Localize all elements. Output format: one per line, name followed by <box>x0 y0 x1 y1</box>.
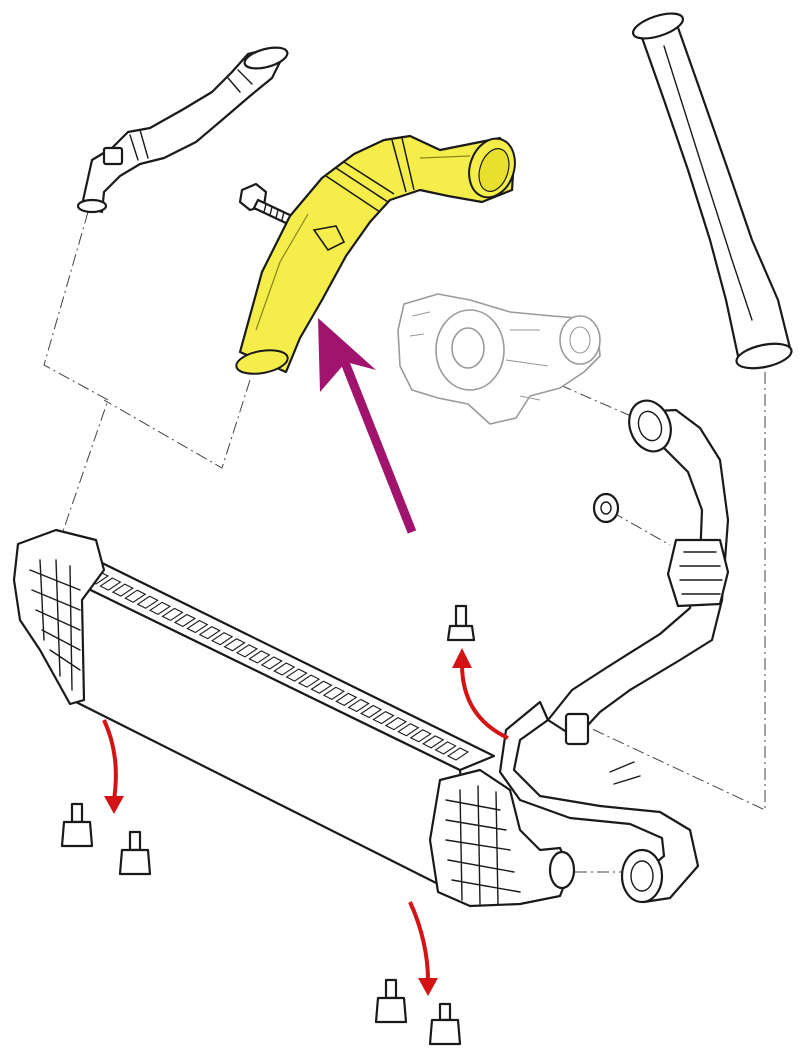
outlet-hose-top-clamp <box>628 399 672 453</box>
intercooler-right-tank <box>428 768 572 908</box>
red-arrow-bottom <box>408 901 430 981</box>
red-arrow-bottom-head <box>418 978 438 996</box>
intercooler-fin <box>297 674 321 688</box>
outlet-hose-bracket <box>564 712 590 746</box>
turbo-outlet-flange <box>559 315 601 365</box>
highlighted-hose-bracket <box>312 225 346 252</box>
bolt-right-upper <box>446 604 476 642</box>
pointer-arrow-shaft <box>339 358 417 534</box>
outlet-hose-band <box>609 761 641 785</box>
right-lower-outlet-hose <box>498 399 730 904</box>
fastener-arrows <box>102 648 509 996</box>
intercooler-left-tank-grid <box>29 559 81 691</box>
assembly-leader-lines <box>43 211 766 873</box>
highlighted-hose-rings <box>325 137 415 213</box>
leader-yellow-hose-to-intercooler <box>103 379 251 469</box>
intercooler-fin <box>273 662 296 676</box>
intercooler-fin <box>335 692 358 707</box>
intercooler-fin <box>148 601 172 615</box>
intercooler-fin <box>124 589 147 603</box>
intercooler-fin <box>211 632 234 646</box>
intercooler-fin <box>198 625 221 640</box>
intercooler-fin <box>285 668 308 682</box>
outlet-hose-top-bore <box>637 410 663 442</box>
right-long-hose-body <box>638 20 792 370</box>
turbo-outlet-bore <box>569 326 591 354</box>
leader-right-hose-down <box>589 372 766 811</box>
intercooler-outlet-neck <box>548 850 576 890</box>
intercooler-fin <box>397 723 420 737</box>
outlet-hose-mid-ribs <box>679 551 723 595</box>
left-hose-sensor-clip <box>102 146 124 166</box>
intercooler-fin <box>248 650 271 664</box>
intercooler-fin <box>235 644 259 658</box>
intercooler-fins <box>86 571 470 761</box>
right-upper-long-hose <box>631 12 793 370</box>
intercooler-fin <box>136 595 159 609</box>
red-arrow-left <box>102 719 118 801</box>
rubber-grommet <box>592 492 620 524</box>
bolt-left-lower-1 <box>60 802 94 848</box>
intercooler-fin <box>260 656 283 670</box>
intercooler-fin <box>99 577 122 591</box>
intercooler-fin <box>372 710 395 725</box>
intercooler-fin <box>223 638 246 652</box>
turbocharger <box>397 293 601 425</box>
turbo-details <box>409 311 549 401</box>
intercooler-fin <box>434 741 457 755</box>
left-upper-air-hose <box>76 46 289 214</box>
outlet-hose-bottom-clamp <box>620 848 664 904</box>
intercooler-fin <box>322 686 345 700</box>
intercooler <box>12 528 576 908</box>
bolt-bottom-1 <box>374 978 408 1024</box>
right-long-hose-seam <box>663 45 753 321</box>
intercooler-fin <box>422 735 445 749</box>
bolt-bottom-2 <box>428 1002 462 1046</box>
intercooler-right-tank-grid <box>445 785 521 905</box>
intercooler-fin <box>409 729 432 743</box>
right-long-hose-bottom-clamp <box>735 342 793 370</box>
pointer-arrow-head <box>318 318 376 392</box>
outlet-hose-mid-coupling <box>666 538 730 608</box>
intercooler-fin <box>173 613 196 628</box>
left-hose-ribs <box>129 69 253 161</box>
outlet-hose-bottom-bore <box>630 860 654 892</box>
bolt-left-lower-2 <box>118 830 152 876</box>
intercooler-fin <box>347 698 370 713</box>
bolt-upper <box>238 182 294 226</box>
intercooler-fin <box>310 680 333 694</box>
intercooler-fin <box>360 704 383 719</box>
red-arrow-right-upper <box>460 663 509 740</box>
intercooler-fin <box>446 747 470 761</box>
leader-grommet <box>611 511 671 546</box>
red-arrow-left-head <box>104 796 124 814</box>
right-long-hose-top-clamp <box>631 12 685 40</box>
leader-left-hose-to-intercooler <box>43 211 109 541</box>
highlighted-hose-bottom-clamp <box>235 349 289 375</box>
intercooler-fin <box>161 607 184 622</box>
highlighted-hose-top-opening <box>478 148 510 192</box>
leader-turbo-to-outlet-hose <box>559 384 641 421</box>
red-arrow-right-upper-head <box>452 648 472 668</box>
intercooler-fin <box>384 717 408 731</box>
highlighted-hose-shading <box>255 155 471 331</box>
intercooler-left-tank <box>12 528 106 706</box>
pointer-arrow <box>318 318 417 534</box>
intercooler-fin <box>186 619 209 634</box>
intercooler-fin <box>111 583 134 597</box>
left-hose-bottom-clamp <box>76 198 108 214</box>
turbo-compressor-inlet <box>451 327 485 369</box>
highlighted-charge-air-hose <box>235 134 516 375</box>
left-hose-top-flange <box>243 46 289 70</box>
